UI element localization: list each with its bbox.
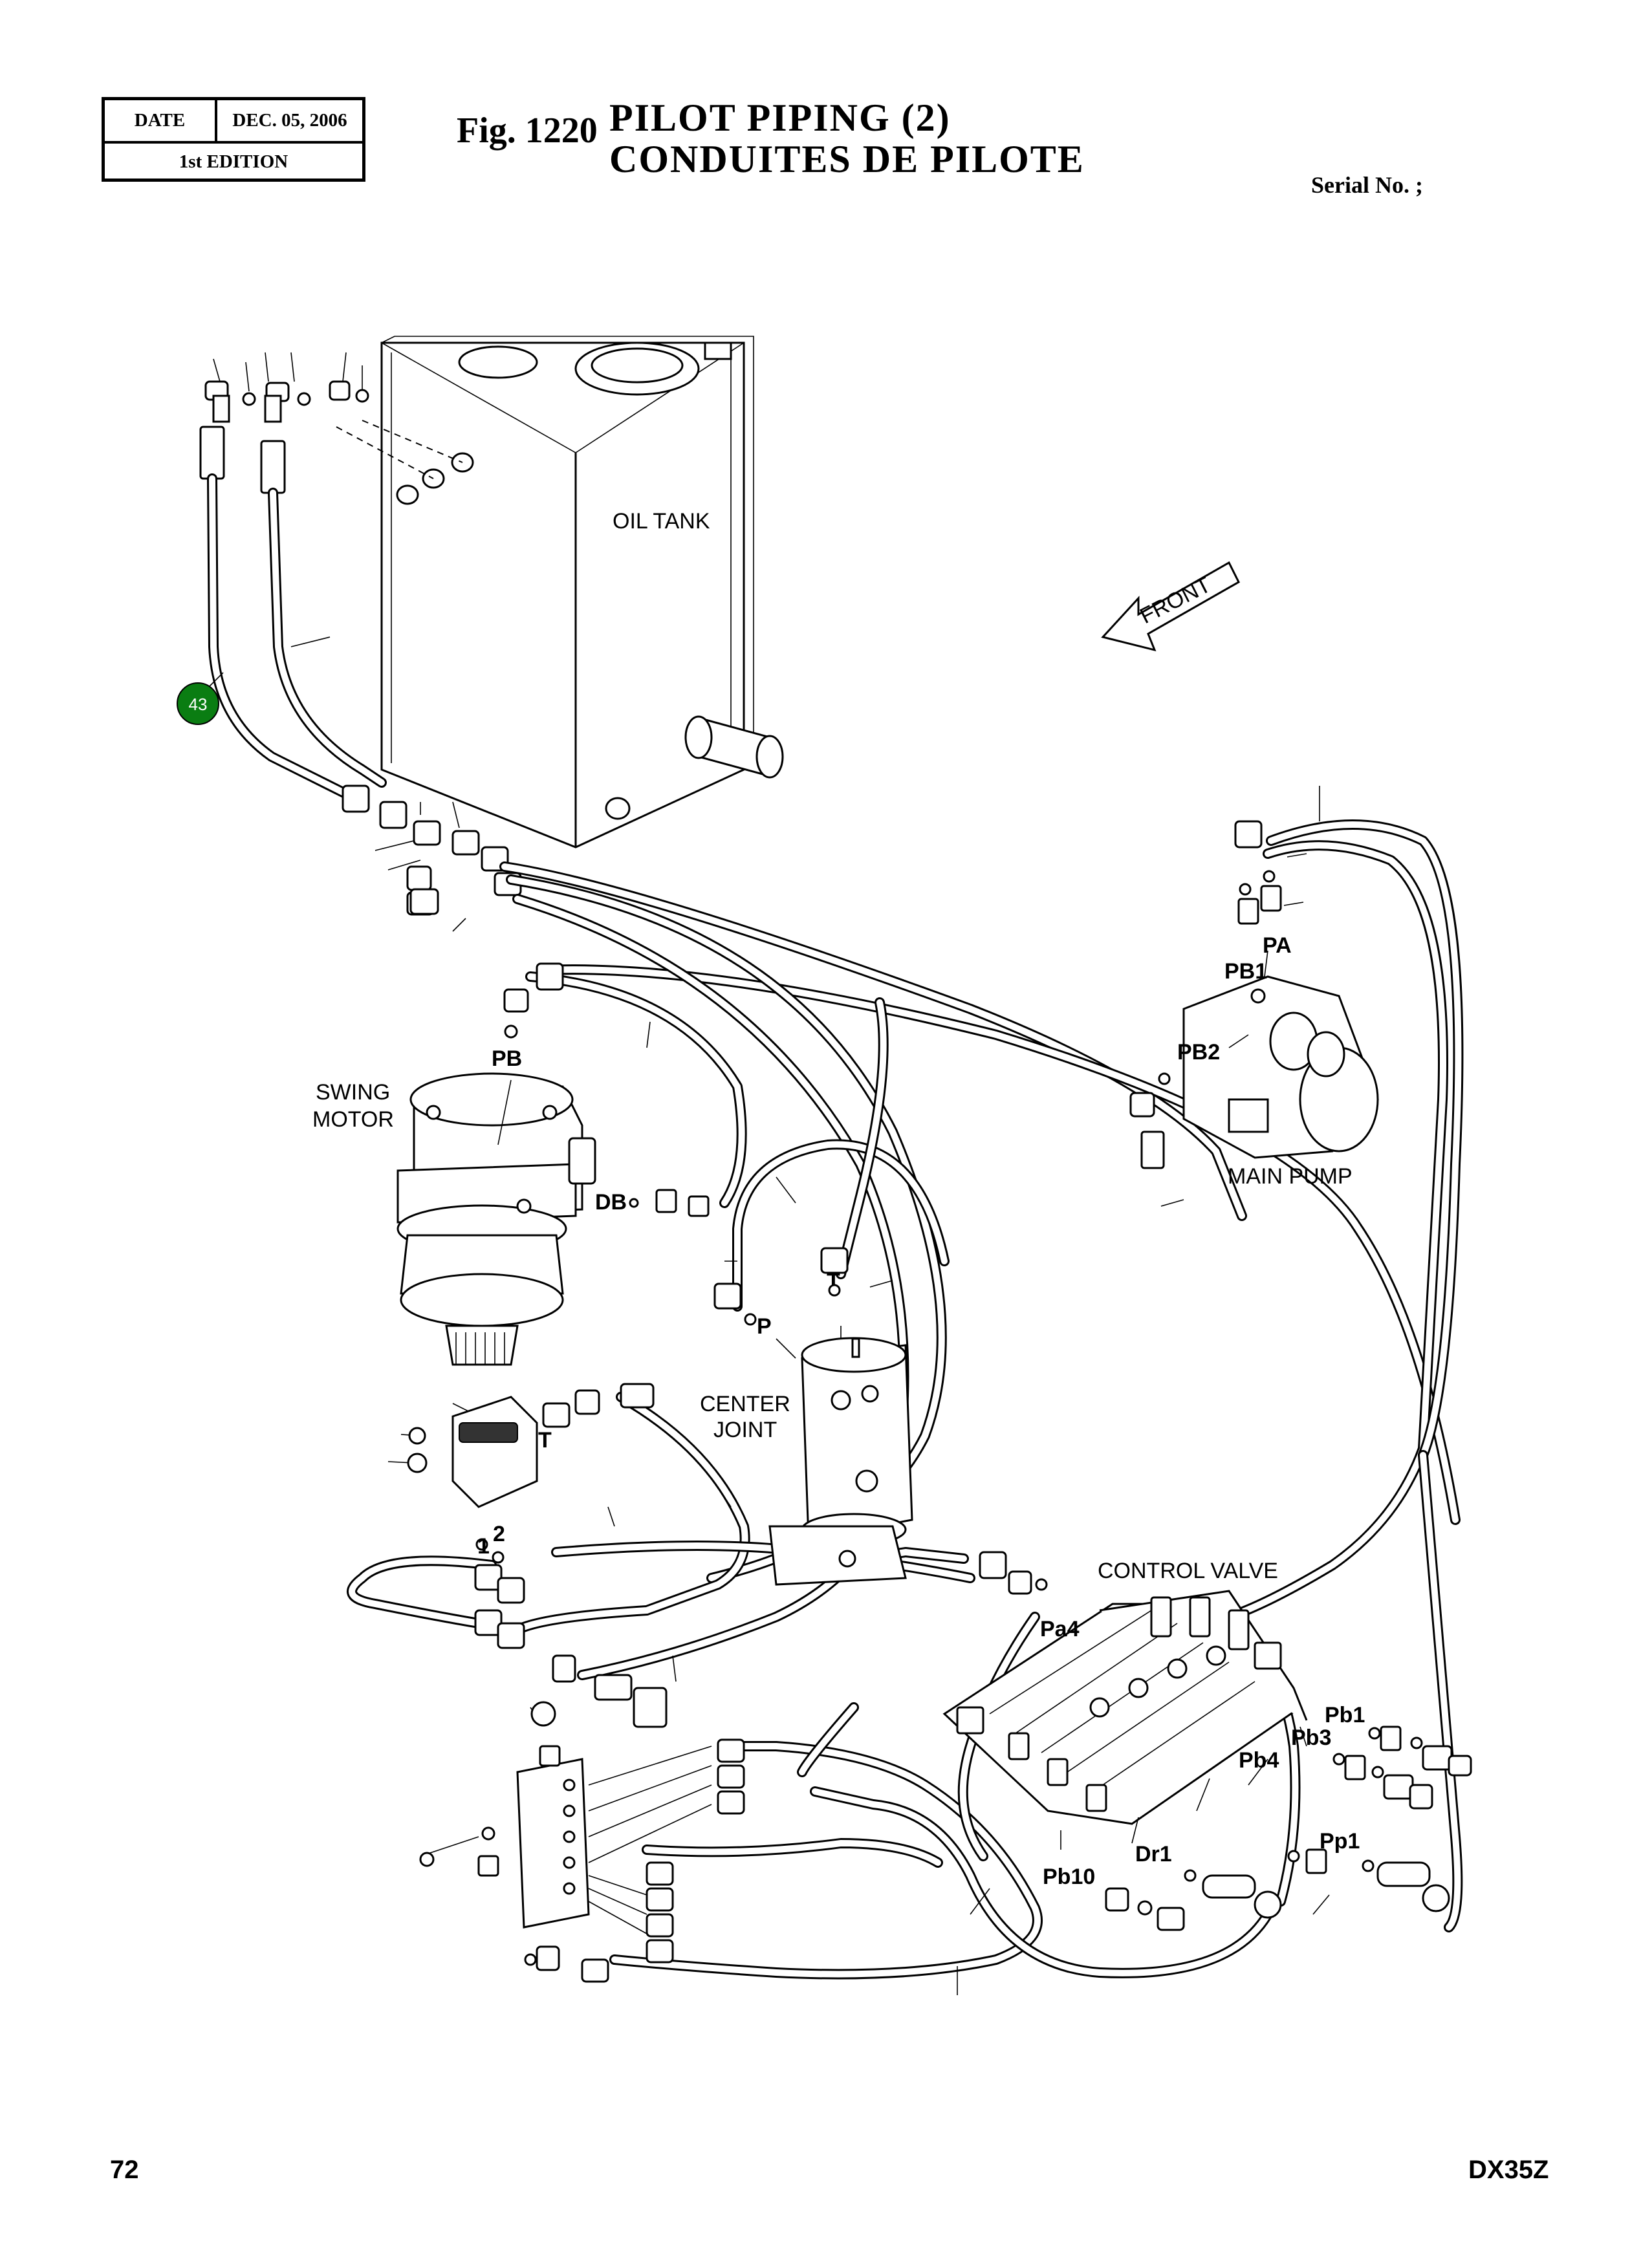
center-joint: P T CENTER JOINT — [700, 1269, 913, 1586]
port-pp1-label: Pp1 — [1320, 1829, 1360, 1854]
leader-lines — [387, 786, 1330, 1995]
port-pb10-label: Pb10 — [1043, 1865, 1095, 1889]
date-row: DATE DEC. 05, 2006 — [105, 100, 362, 144]
callout-43: 43 — [177, 682, 219, 725]
oil-tank: OIL TANK — [336, 336, 784, 849]
port-t-pilot-label: T — [538, 1428, 552, 1453]
title-french: CONDUITES DE PILOTE — [609, 138, 1085, 180]
center-joint-label-2: JOINT — [713, 1418, 777, 1442]
port-pb-swing-label: PB — [492, 1046, 522, 1071]
swing-motor-label-2: MOTOR — [312, 1107, 394, 1132]
port-2-label: 2 — [493, 1522, 505, 1546]
front-label: FRONT — [1136, 572, 1215, 629]
manifold-block — [419, 1701, 745, 1983]
swing-pb-fittings — [503, 962, 710, 1217]
tank-fittings — [204, 352, 369, 423]
model-name: DX35Z — [1468, 2156, 1549, 2184]
port-1-label: 1 — [477, 1534, 490, 1559]
port-pb4-label: Pb4 — [1239, 1748, 1279, 1773]
swing-motor: SWING MOTOR PB DB — [312, 1046, 627, 1366]
port-dr1-label: Dr1 — [1135, 1842, 1172, 1866]
date-edition-box: DATE DEC. 05, 2006 1st EDITION — [102, 97, 365, 182]
date-label: DATE — [105, 100, 217, 141]
port-p-label: P — [757, 1314, 772, 1339]
port-pa4-label: Pa4 — [1040, 1617, 1080, 1641]
port-pb1-pump-label: PB1 — [1224, 959, 1267, 984]
figure-number: Fig. 1220 — [457, 111, 598, 151]
port-db-label: DB — [595, 1190, 627, 1215]
edition-label: 1st EDITION — [179, 151, 288, 172]
title-english: PILOT PIPING (2) — [609, 96, 951, 139]
control-valve-fittings — [1105, 1726, 1472, 1931]
junction-fittings — [342, 784, 522, 932]
callout-circle — [177, 682, 219, 725]
main-pump-label: MAIN PUMP — [1228, 1164, 1353, 1189]
pilot-block: T 1 2 — [407, 1383, 655, 1564]
callout-number: 43 — [189, 695, 208, 714]
control-valve: CONTROL VALVE Pa4 Pb1 Pb3 Pb4 Pp1 Dr1 Pb… — [942, 1559, 1365, 1889]
port-pb1-label: Pb1 — [1325, 1703, 1365, 1727]
serial-number-label: Serial No. ; — [1311, 172, 1423, 198]
center-joint-label-1: CENTER — [700, 1392, 790, 1416]
lower-fittings — [474, 1551, 1048, 1728]
center-joint-fittings — [713, 1247, 849, 1326]
date-value: DEC. 05, 2006 — [232, 110, 347, 131]
swing-motor-label-1: SWING — [316, 1080, 390, 1105]
port-pb2-label: PB2 — [1177, 1040, 1220, 1065]
hoses-tank-left — [197, 426, 387, 801]
oil-tank-label: OIL TANK — [613, 509, 710, 534]
port-pb3-label: Pb3 — [1291, 1726, 1331, 1750]
main-pump: PA PB1 PB2 MAIN PUMP — [1129, 820, 1379, 1189]
control-valve-label: CONTROL VALVE — [1098, 1559, 1278, 1583]
front-arrow: FRONT — [1101, 561, 1240, 652]
page-number: 72 — [110, 2156, 139, 2184]
port-pa-label: PA — [1263, 933, 1292, 958]
